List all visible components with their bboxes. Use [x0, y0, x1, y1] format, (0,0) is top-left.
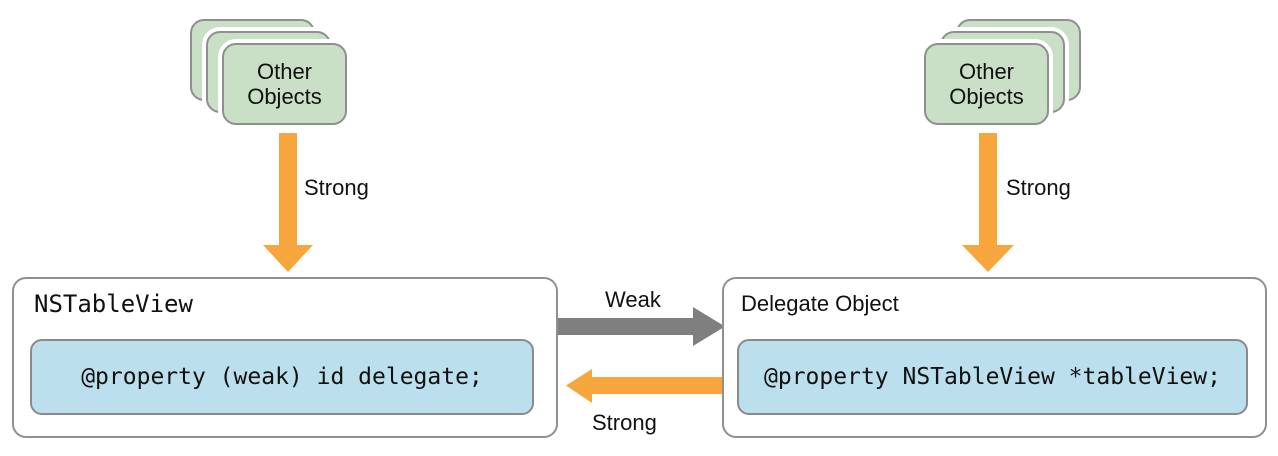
strong-arrow-left-down-icon [263, 133, 313, 272]
delegate-property-code: @property (weak) id delegate; [81, 364, 483, 390]
other-objects-label: Other Objects [949, 58, 1024, 109]
other-objects-label: Other Objects [247, 58, 322, 109]
weak-label: Weak [605, 287, 661, 312]
tableview-property-code: @property NSTableView *tableView; [764, 364, 1221, 390]
strong-label-middle: Strong [592, 410, 657, 435]
tableview-property-box: @property NSTableView *tableView; [737, 339, 1248, 415]
strong-arrow-right-down-icon [962, 133, 1014, 272]
strong-label-right: Strong [1006, 175, 1071, 200]
delegate-property-box: @property (weak) id delegate; [30, 339, 534, 415]
strong-label-left: Strong [304, 175, 369, 200]
other-objects-card: Other Objects [222, 43, 347, 125]
strong-arrow-left-icon [566, 369, 722, 403]
other-objects-card: Other Objects [924, 43, 1049, 125]
nstableview-title: NSTableView [34, 290, 193, 318]
delegate-object-title: Delegate Object [741, 291, 899, 316]
weak-arrow-right-icon [558, 307, 725, 346]
